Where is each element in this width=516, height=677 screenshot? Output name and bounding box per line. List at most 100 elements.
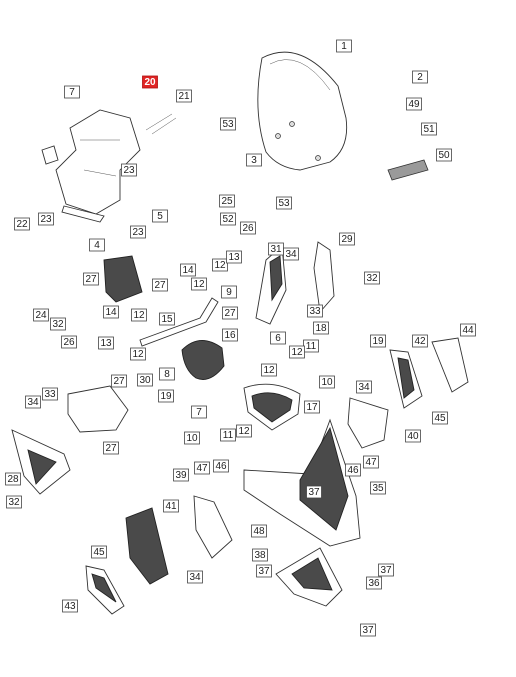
callout-26: 26 (240, 221, 256, 235)
callout-20: 20 (142, 75, 158, 89)
callout-box (313, 321, 329, 335)
callout-label: 19 (160, 391, 172, 402)
callout-label: 27 (85, 274, 97, 285)
callout-label: 27 (224, 308, 236, 319)
callout-11-2: 11 (303, 339, 319, 353)
callout-label: 11 (306, 341, 317, 352)
frame-part-5 (243, 383, 301, 431)
callout-5: 5 (152, 209, 168, 223)
callout-box (432, 411, 448, 425)
callout-label: 7 (69, 87, 75, 98)
callout-14: 14 (180, 263, 196, 277)
callout-box (212, 258, 228, 272)
callout-box (62, 599, 78, 613)
callout-label: 40 (407, 431, 419, 442)
callout-box (173, 468, 189, 482)
windscreen-part (257, 51, 348, 171)
callout-18: 18 (313, 321, 329, 335)
callout-label: 27 (154, 280, 166, 291)
callout-label: 12 (263, 365, 275, 376)
callout-24: 24 (33, 308, 49, 322)
side-panel-part-31 (255, 245, 287, 325)
callout-label: 24 (35, 310, 47, 321)
callout-label: 20 (144, 77, 156, 88)
callout-label: 49 (408, 99, 420, 110)
callout-label: 30 (139, 375, 151, 386)
callout-box (176, 89, 192, 103)
callout-box (364, 271, 380, 285)
callout-box (121, 163, 137, 177)
callout-12-4: 12 (130, 347, 146, 361)
callout-box (98, 336, 114, 350)
callout-label: 43 (64, 601, 76, 612)
callout-47-2: 47 (363, 455, 379, 469)
callout-6: 6 (270, 331, 286, 345)
callout-box (220, 212, 236, 226)
callout-label: 12 (133, 310, 145, 321)
callout-box (180, 263, 196, 277)
callout-box (222, 306, 238, 320)
callout-box (405, 429, 421, 443)
callout-box (89, 238, 105, 252)
callout-34: 34 (283, 247, 299, 261)
frame-bracket-part (41, 109, 141, 223)
side-cowl-part-44 (431, 337, 469, 393)
callout-box (130, 347, 146, 361)
callout-box (25, 395, 41, 409)
bolts-21 (145, 113, 177, 135)
callout-label: 46 (347, 465, 359, 476)
callout-label: 32 (52, 319, 64, 330)
callout-box (213, 459, 229, 473)
callout-box (142, 75, 158, 89)
callout-box (6, 495, 22, 509)
callout-32: 32 (50, 317, 66, 331)
callout-label: 35 (372, 483, 384, 494)
side-panel-part-29 (313, 241, 335, 314)
callout-box (339, 232, 355, 246)
callout-14-2: 14 (103, 305, 119, 319)
callout-label: 38 (254, 550, 266, 561)
callout-box (307, 304, 323, 318)
callout-label: 12 (193, 279, 205, 290)
callout-12-5: 12 (289, 345, 305, 359)
callout-53-2: 53 (276, 196, 292, 210)
callout-label: 45 (93, 547, 105, 558)
callout-label: 13 (228, 252, 240, 263)
callout-28: 28 (5, 472, 21, 486)
callout-label: 53 (278, 198, 290, 209)
callout-box (412, 70, 428, 84)
callout-box (14, 217, 30, 231)
callout-38: 38 (252, 548, 268, 562)
callout-43: 43 (62, 599, 78, 613)
beak-part (275, 547, 343, 607)
callout-box (436, 148, 452, 162)
callout-label: 32 (366, 273, 378, 284)
callout-37: 37 (306, 485, 322, 499)
callout-box (276, 196, 292, 210)
callout-box (50, 317, 66, 331)
callout-label: 14 (105, 307, 117, 318)
front-fairing-part (243, 418, 361, 547)
callout-box (220, 428, 236, 442)
callout-box (130, 225, 146, 239)
callout-11: 11 (220, 428, 236, 442)
callout-label: 28 (7, 474, 19, 485)
callout-label: 34 (285, 249, 297, 260)
callout-27-2: 27 (152, 278, 168, 292)
callout-label: 12 (238, 426, 250, 437)
callout-label: 34 (189, 572, 201, 583)
callout-53: 53 (220, 117, 236, 131)
callout-36: 36 (366, 576, 382, 590)
callout-box (152, 209, 168, 223)
callout-label: 36 (368, 578, 380, 589)
callout-9: 9 (221, 285, 237, 299)
callout-19: 19 (158, 389, 174, 403)
callout-box (261, 363, 277, 377)
callout-label: 4 (94, 240, 100, 251)
callout-label: 10 (321, 377, 333, 388)
callout-label: 7 (196, 407, 202, 418)
callout-box (33, 308, 49, 322)
callout-label: 23 (40, 214, 52, 225)
callout-box (187, 570, 203, 584)
